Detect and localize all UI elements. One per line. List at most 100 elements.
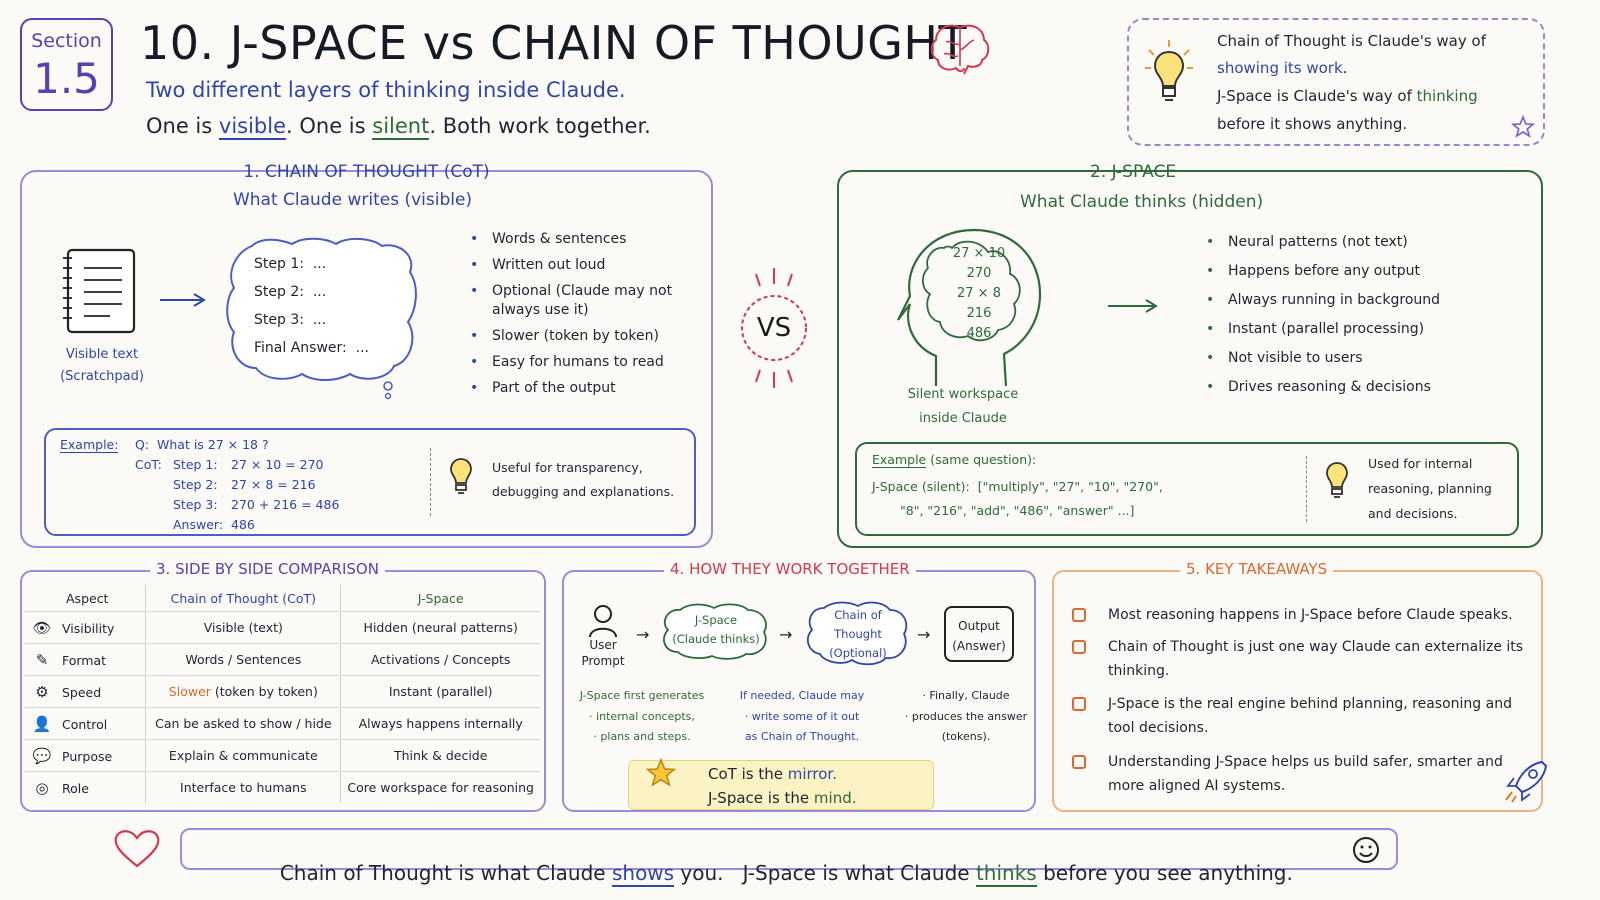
checkbox-icon[interactable] <box>1072 697 1086 711</box>
heart-icon <box>114 830 160 868</box>
cot-cell: Words / Sentences <box>145 643 341 676</box>
jspace-bullet: Always running in background <box>1202 291 1522 310</box>
header-cot: Chain of Thought (CoT) <box>145 585 341 612</box>
footer-shows: shows <box>611 861 675 887</box>
takeaway-item: Chain of Thought is just one way Claude … <box>1072 635 1532 683</box>
jspace-bullets: Neural patterns (not text) Happens befor… <box>1202 233 1522 407</box>
desc-cot-2: · write some of it out <box>744 710 860 723</box>
jspace-subtitle: What Claude thinks (hidden) <box>1020 192 1264 212</box>
jspace-cell: Core workspace for reasoning <box>340 771 540 803</box>
jspace-cell: Activations / Concepts <box>340 643 540 676</box>
checkbox-icon[interactable] <box>1072 640 1086 654</box>
user-label-2: Prompt <box>581 654 625 668</box>
cot-cloud <box>806 601 908 666</box>
output-label-1: Output <box>958 619 1000 633</box>
takeaway-text: Chain of Thought is just one way Claude … <box>1108 639 1524 679</box>
desc-jspace-1: J-Space first generates <box>579 689 705 702</box>
lightbulb-icon <box>1326 462 1348 498</box>
vs-badge <box>741 268 807 388</box>
cot-cell: Slower (token by token) <box>145 675 341 708</box>
tagline-text: . Both work together. <box>429 114 651 138</box>
aspect-cell: ✎ Format <box>24 643 146 676</box>
page-title: 10. J-SPACE vs CHAIN OF THOUGHT <box>140 16 968 70</box>
cot-example-step-3: Step 3: <box>173 497 218 512</box>
cot-bullet: Optional (Claude may not always use it) <box>466 282 698 320</box>
cot-bullets: Words & sentences Written out loud Optio… <box>466 230 698 405</box>
together-title: 4. HOW THEY WORK TOGETHER <box>664 560 916 578</box>
jspace-bullet: Happens before any output <box>1202 262 1522 281</box>
jspace-cell: Always happens internally <box>340 707 540 740</box>
person-icon: 👤 <box>32 714 52 733</box>
cot-example-box <box>44 428 696 536</box>
cot-example-step-1: Step 1: <box>173 457 218 472</box>
takeaway-text: Understanding J-Space helps us build saf… <box>1108 754 1503 794</box>
arrow-right-icon <box>160 293 206 307</box>
jspace-bullet: Drives reasoning & decisions <box>1202 378 1522 397</box>
table-row: ⚙Speed Slower (token by token) Instant (… <box>24 675 540 708</box>
aspect-label: Format <box>62 652 107 668</box>
jspace-bullet: Instant (parallel processing) <box>1202 320 1522 339</box>
desc-cot-1: If needed, Claude may <box>739 689 865 702</box>
takeaway-item: Understanding J-Space helps us build saf… <box>1072 750 1532 798</box>
comparison-title: 3. SIDE BY SIDE COMPARISON <box>150 560 385 578</box>
lightbulb-icon <box>1145 40 1193 101</box>
jspace-title: 2. J-SPACE <box>1090 162 1177 182</box>
head-value-5: 486 <box>966 326 992 341</box>
cot-step-1: Step 1: ... <box>254 256 327 272</box>
cot-bullet: Words & sentences <box>466 230 698 249</box>
section-label: Section <box>31 30 102 52</box>
cot-example-note-1: Useful for transparency, <box>492 460 643 475</box>
jspace-cell: Hidden (neural patterns) <box>340 611 540 644</box>
section-number: 1.5 <box>33 54 100 103</box>
notebook-label-2: (Scratchpad) <box>60 369 144 384</box>
desc-output-1: · Finally, Claude <box>922 689 1010 702</box>
gear-icon: ⚙ <box>35 682 49 701</box>
pencil-icon: ✎ <box>35 650 49 669</box>
table-row: 👤 Control Can be asked to show / hide Alw… <box>24 707 540 740</box>
header-jspace: J-Space <box>340 585 540 612</box>
footer-text-e: before you see anything. <box>1036 861 1293 885</box>
jspace-example-label: Example (same question): <box>872 452 1037 468</box>
arrow-icon: → <box>779 625 793 644</box>
tagline-visible: visible <box>218 114 287 140</box>
aspect-cell: 💬Purpose <box>24 739 146 772</box>
table-row: ◎Role Interface to humans Core workspace… <box>24 771 540 803</box>
jspace-bullet: Neural patterns (not text) <box>1202 233 1522 252</box>
lightbulb-icon <box>450 458 472 494</box>
cot-step-final: Final Answer: ... <box>254 340 370 356</box>
mirror-word: mirror <box>787 765 833 783</box>
takeaway-item: J-Space is the real engine behind planni… <box>1072 692 1532 740</box>
notebook-icon <box>63 248 136 334</box>
vs-label: VS <box>756 313 792 343</box>
takeaway-item: Most reasoning happens in J-Space before… <box>1072 603 1532 627</box>
cot-example-expr-3: 270 + 216 = 486 <box>231 497 340 512</box>
mirror-mind-box <box>628 760 934 810</box>
desc-jspace-3: · plans and steps. <box>593 730 691 743</box>
cot-example-label: Example: <box>60 437 119 453</box>
mind-word: mind <box>813 789 852 807</box>
callout-line-4: before it shows anything. <box>1217 115 1408 133</box>
rocket-icon <box>1505 760 1548 803</box>
callout-text: J-Space is Claude's way of <box>1217 87 1417 105</box>
callout-line-2: showing its work. <box>1217 59 1347 77</box>
takeaways-title: 5. KEY TAKEAWAYS <box>1180 560 1334 578</box>
desc-output-2: · produces the answer <box>904 710 1028 723</box>
jspace-example-line-2: "8", "216", "add", "486", "answer" ...] <box>900 503 1135 518</box>
head-value-4: 216 <box>966 306 992 321</box>
cot-example-question: Q: What is 27 × 18 ? <box>135 437 269 452</box>
checkbox-icon[interactable] <box>1072 608 1086 622</box>
head-value-2: 270 <box>966 266 992 281</box>
cot-cell: Can be asked to show / hide <box>145 707 341 740</box>
tagline-silent: silent <box>372 114 430 140</box>
cot-subtitle: What Claude writes (visible) <box>232 190 473 210</box>
aspect-label: Control <box>62 716 108 732</box>
desc-output-3: (tokens). <box>941 730 991 743</box>
cot-example-prefix: CoT: <box>135 457 162 472</box>
table-header-row: Aspect Chain of Thought (CoT) J-Space <box>24 585 540 612</box>
aspect-cell: 👁Visibility <box>24 611 146 644</box>
footer-bar <box>180 828 1398 870</box>
jspace-example-rest: (same question): <box>930 452 1037 467</box>
checkbox-icon[interactable] <box>1072 755 1086 769</box>
comparison-table: Aspect Chain of Thought (CoT) J-Space 👁V… <box>24 585 540 803</box>
cot-bullet: Slower (token by token) <box>466 327 698 346</box>
